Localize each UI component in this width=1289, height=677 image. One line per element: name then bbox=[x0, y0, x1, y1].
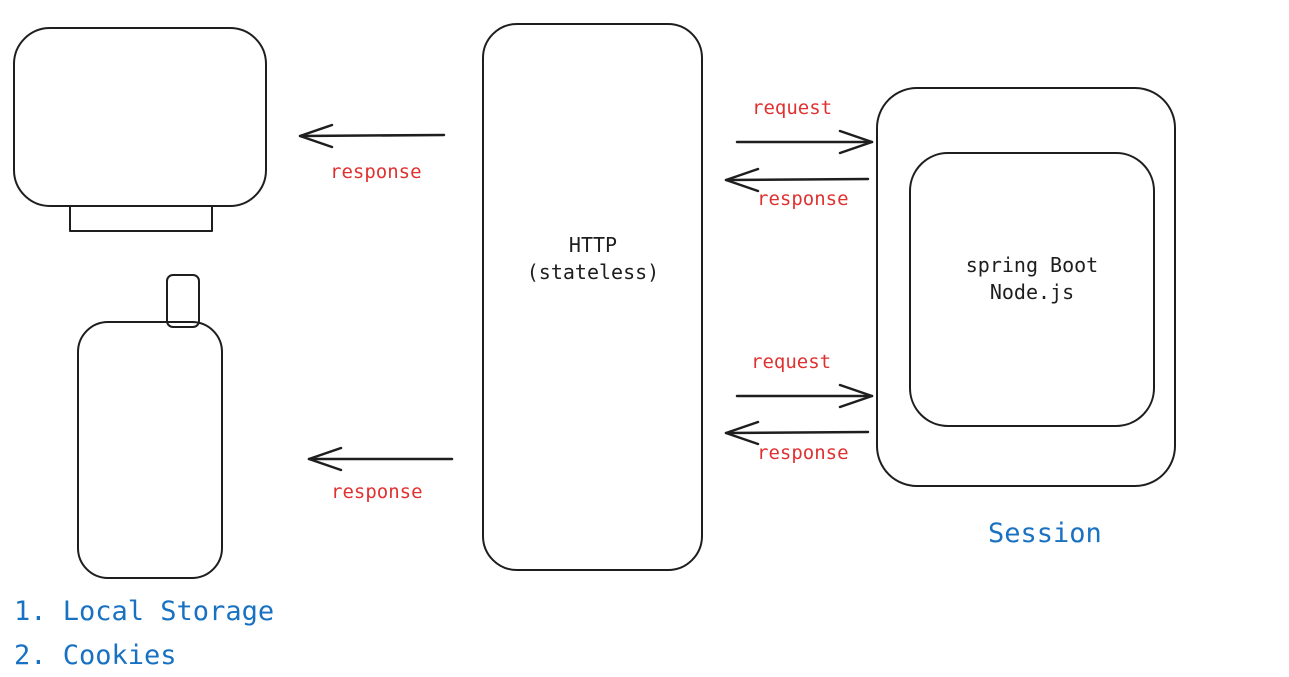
http-label-line2: (stateless) bbox=[526, 260, 660, 284]
bottom-request-arrow bbox=[735, 383, 874, 409]
mobile-phone-icon bbox=[77, 274, 223, 579]
storage-item-2: 2. Cookies bbox=[14, 640, 177, 671]
server-label-line1: spring Boot bbox=[965, 253, 1099, 277]
top-response-arrow bbox=[724, 167, 870, 193]
bottom-response-label: response bbox=[757, 442, 849, 464]
server-label-line2: Node.js bbox=[989, 280, 1075, 304]
server-label: spring Boot Node.js bbox=[962, 252, 1102, 306]
desktop-monitor-icon bbox=[13, 27, 267, 232]
session-label: Session bbox=[988, 518, 1102, 549]
desktop-response-label: response bbox=[330, 161, 422, 183]
top-response-label: response bbox=[757, 188, 849, 210]
server-inner-box bbox=[909, 152, 1155, 427]
top-request-arrow bbox=[735, 129, 874, 155]
bottom-response-arrow bbox=[724, 420, 870, 446]
bottom-request-label: request bbox=[751, 351, 832, 373]
storage-item-1: 1. Local Storage bbox=[14, 596, 275, 627]
top-request-label: request bbox=[752, 97, 833, 119]
http-box bbox=[482, 23, 703, 571]
desktop-response-arrow bbox=[298, 123, 446, 149]
mobile-response-label: response bbox=[331, 481, 423, 503]
http-label-line1: HTTP bbox=[568, 233, 618, 257]
session-box bbox=[876, 87, 1176, 487]
http-label: HTTP (stateless) bbox=[523, 232, 663, 286]
mobile-response-arrow bbox=[307, 446, 454, 472]
